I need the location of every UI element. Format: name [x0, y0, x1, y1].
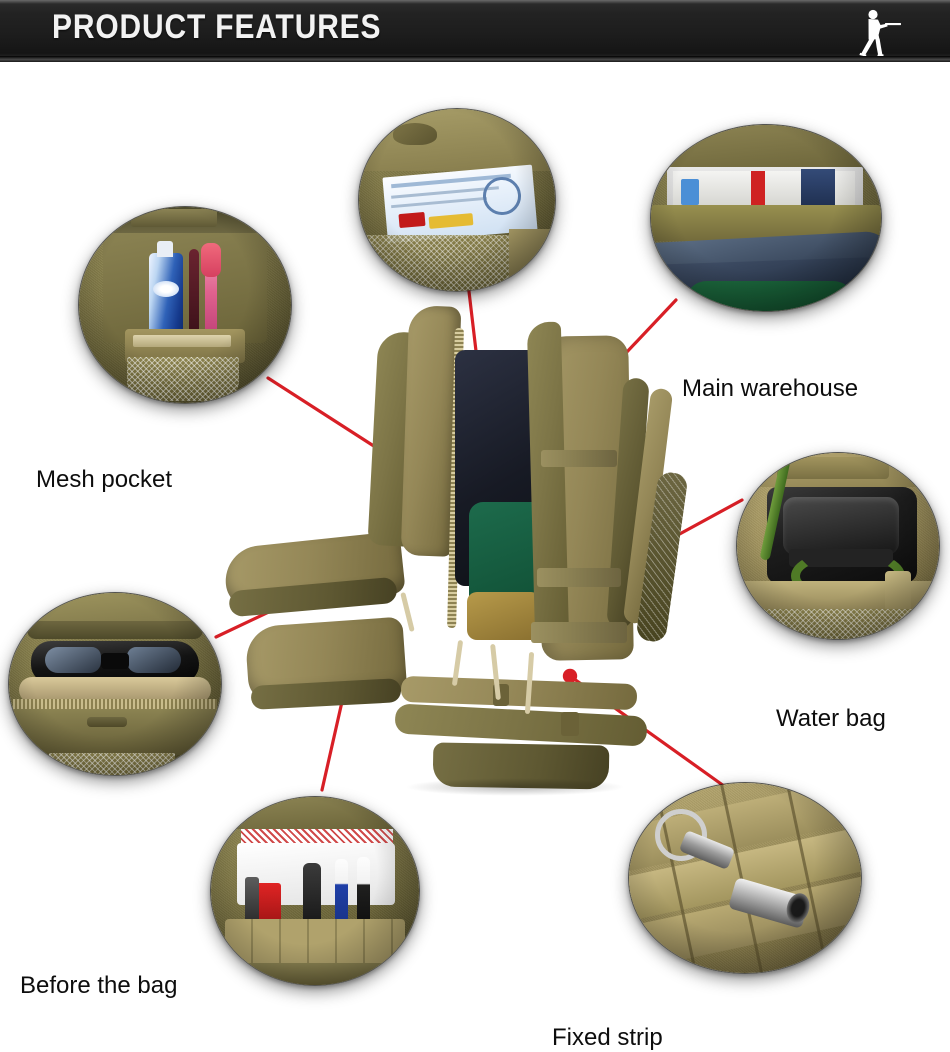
document-pocket-photo: [359, 109, 555, 291]
product-main-photo: [222, 292, 689, 812]
callout-goggles-pocket[interactable]: [8, 592, 222, 776]
label-fixed-strip: Fixed strip: [552, 1024, 663, 1051]
callout-before-the-bag[interactable]: [210, 796, 420, 986]
page-title: PRODUCT FEATURES: [52, 8, 382, 46]
callout-fixed-strip[interactable]: [628, 782, 862, 974]
label-before-the-bag: Before the bag: [20, 972, 178, 999]
page-header: PRODUCT FEATURES: [0, 0, 950, 62]
label-main-warehouse: Main warehouse: [682, 375, 859, 402]
main-warehouse-photo: [651, 125, 881, 311]
before-the-bag-photo: [211, 797, 419, 985]
mesh-pocket-photo: [79, 207, 291, 403]
infographic-stage: Mesh pocket: [0, 62, 950, 1051]
label-water-bag: Water bag: [776, 705, 886, 732]
callout-mesh-pocket[interactable]: [78, 206, 292, 404]
callout-document-pocket[interactable]: [358, 108, 556, 292]
fixed-strip-photo: [629, 783, 861, 973]
water-bag-photo: [737, 453, 939, 639]
callout-main-warehouse[interactable]: [650, 124, 882, 312]
goggles-pocket-photo: [9, 593, 221, 775]
callout-water-bag[interactable]: [736, 452, 940, 640]
soldier-aiming-rifle-icon: [859, 9, 901, 57]
label-mesh-pocket: Mesh pocket: [36, 466, 173, 493]
